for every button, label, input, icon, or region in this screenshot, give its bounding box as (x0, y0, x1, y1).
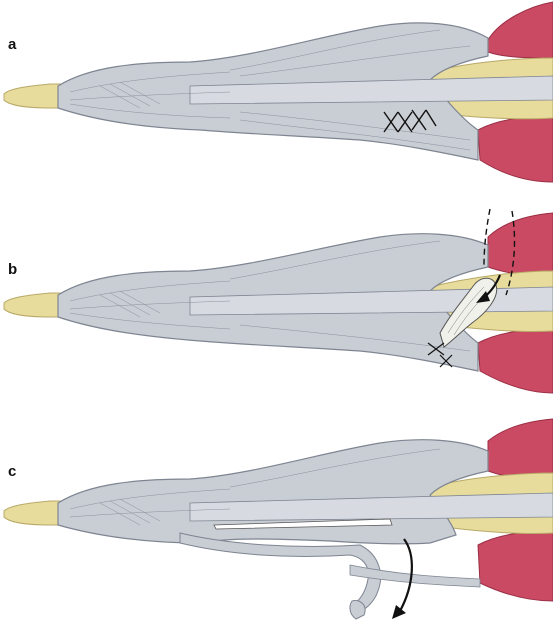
central-tendon (189, 75, 553, 105)
muscle-top (487, 418, 553, 482)
panel-label-b: b (8, 261, 18, 278)
tendon-fibers (69, 240, 471, 352)
finger-illustration-b (3, 208, 553, 394)
muscle-top (487, 1, 553, 59)
distal-phalanx-bone (3, 83, 63, 109)
tendon-fibers (69, 29, 471, 151)
extensor-hood (57, 439, 489, 545)
muscle-top (487, 212, 553, 278)
finger-illustration-a (3, 1, 553, 183)
tendon-slit (213, 518, 393, 530)
suture-cross-icon (427, 342, 453, 368)
curved-arrow-icon (399, 538, 413, 612)
muscle-bottom (477, 530, 553, 602)
panel-a: a (0, 0, 553, 205)
dashed-path-icon (483, 208, 516, 296)
central-tendon (189, 492, 553, 522)
panel-c: c (0, 415, 553, 626)
finger-illustration-c (3, 418, 553, 620)
panel-label-a: a (8, 36, 17, 53)
distal-phalanx-bone (3, 292, 63, 318)
lower-band (349, 564, 481, 588)
suture-cross-icon (383, 109, 437, 133)
tendon-fibers (69, 448, 441, 526)
panel-label-c: c (8, 463, 17, 480)
muscle-bottom (477, 328, 553, 394)
distal-phalanx-bone (3, 500, 63, 526)
panel-b: b (0, 205, 553, 415)
muscle-bottom (477, 115, 553, 183)
tendon-stump (349, 600, 366, 620)
